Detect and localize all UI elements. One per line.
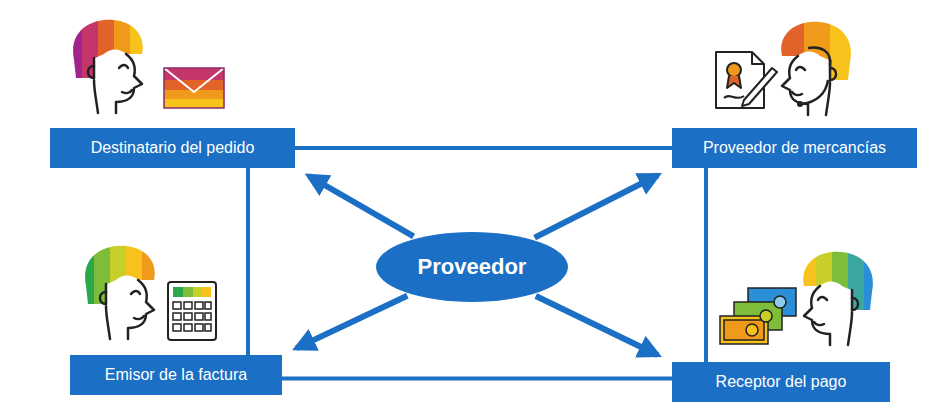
role-box: Receptor del pago <box>672 362 890 402</box>
role-arrow <box>309 176 414 236</box>
role-arrow <box>536 296 658 355</box>
frame-line <box>246 168 250 355</box>
frame-line <box>282 377 672 381</box>
role-box: Emisor de la factura <box>70 355 282 395</box>
node-label: Proveedor <box>418 254 527 280</box>
node-label: Emisor de la factura <box>105 366 247 384</box>
person-icon <box>76 244 158 339</box>
envelope-icon <box>164 68 224 108</box>
person-icon <box>800 250 882 345</box>
role-arrow <box>535 175 658 237</box>
text-stack: Receptor del pago <box>716 373 847 391</box>
role-arrow <box>296 296 407 348</box>
banknotes-icon <box>720 288 796 344</box>
role-box: Destinatario del pedido <box>50 128 295 168</box>
node-label: Proveedor de mercancías <box>703 139 886 157</box>
node-label: Destinatario del pedido <box>91 139 255 157</box>
text-stack: Proveedor <box>418 254 527 280</box>
frame-line <box>295 146 672 150</box>
text-stack: Emisor de la factura <box>105 366 247 384</box>
contract-icon <box>716 52 777 108</box>
role-box: Proveedor de mercancías <box>672 128 917 168</box>
person-icon <box>64 18 146 113</box>
calculator-icon <box>168 282 216 340</box>
person-icon <box>778 20 860 115</box>
text-stack: Destinatario del pedido <box>91 139 255 157</box>
node-label: Receptor del pago <box>716 373 847 391</box>
central-ellipse: Proveedor <box>376 232 568 302</box>
text-stack: Proveedor de mercancías <box>703 139 886 157</box>
frame-line <box>704 168 708 362</box>
